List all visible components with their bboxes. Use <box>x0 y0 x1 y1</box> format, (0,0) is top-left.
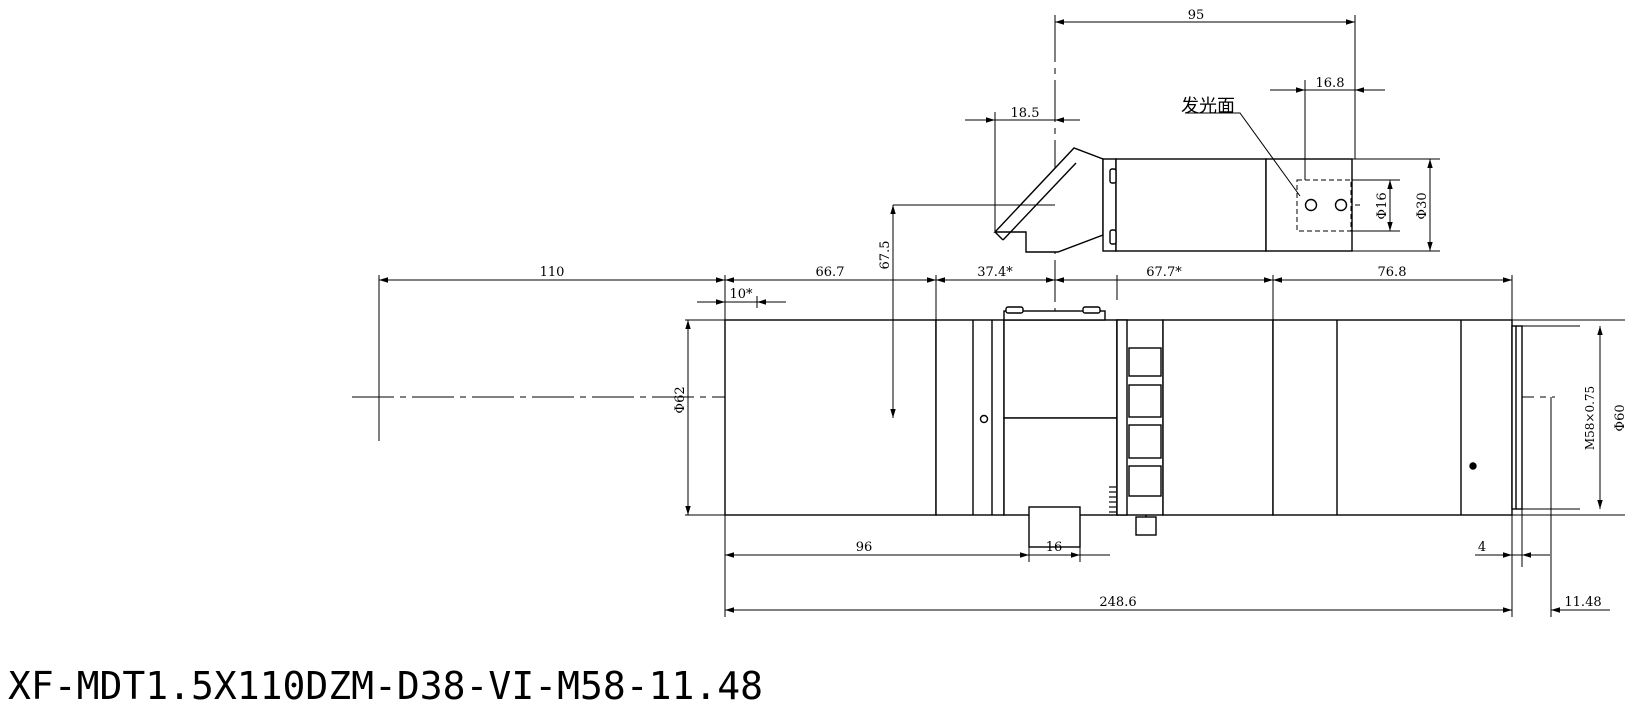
rear-screw <box>1469 462 1477 470</box>
mount-screw-left <box>1005 306 1024 314</box>
dim-side-offset: 16.8 <box>1316 76 1345 91</box>
middle-section <box>935 319 1005 516</box>
dim-top-width: 95 <box>1188 8 1205 23</box>
dim-total-length: 248.6 <box>1099 595 1136 610</box>
dim-mid-section: 37.4* <box>977 265 1013 280</box>
extension-lines <box>378 15 1625 617</box>
dim-rear-section: 76.8 <box>1378 265 1407 280</box>
dim-rear-dia: Φ60 <box>1613 404 1628 431</box>
prism-mount <box>1003 319 1118 419</box>
dim-side-dia-30: Φ30 <box>1415 192 1430 219</box>
dim-prism-offset: 18.5 <box>1011 106 1040 121</box>
dim-flange: 4 <box>1478 540 1486 555</box>
dim-zoom-section: 67.7* <box>1146 265 1182 280</box>
zoom-lock-knob <box>1135 516 1157 536</box>
model-title: XF-MDT1.5X110DZM-D38-VI-M58-11.48 <box>8 664 763 708</box>
thread-flange <box>1511 325 1523 510</box>
dim-knob-width: 16 <box>1046 540 1063 555</box>
mount-screw-right <box>1082 306 1101 314</box>
dimension-lines <box>379 19 1603 613</box>
dim-side-dia-16: Φ16 <box>1375 192 1390 219</box>
lens-body <box>724 306 1523 548</box>
callout-label: 发光面 <box>1181 96 1235 117</box>
side-light-unit <box>993 147 1353 253</box>
front-barrel <box>724 319 937 516</box>
dim-side-height: 67.5 <box>878 241 893 270</box>
dim-thread: M58×0.75 <box>1583 386 1597 450</box>
dimension-lines-outward <box>697 87 1610 613</box>
set-screw <box>979 414 989 424</box>
prism <box>993 147 1104 253</box>
rear-section <box>1272 319 1513 516</box>
dim-working-distance: 110 <box>540 265 565 280</box>
dim-front-barrel: 66.7 <box>816 265 845 280</box>
light-body <box>1115 158 1267 252</box>
dim-back-focus: 11.48 <box>1564 595 1601 610</box>
dim-front-dia: Φ62 <box>673 386 688 413</box>
dim-front-step: 10* <box>729 287 753 302</box>
rear-tube <box>1162 319 1274 516</box>
dim-to-knob: 96 <box>856 540 873 555</box>
locking-knob <box>1028 506 1081 548</box>
